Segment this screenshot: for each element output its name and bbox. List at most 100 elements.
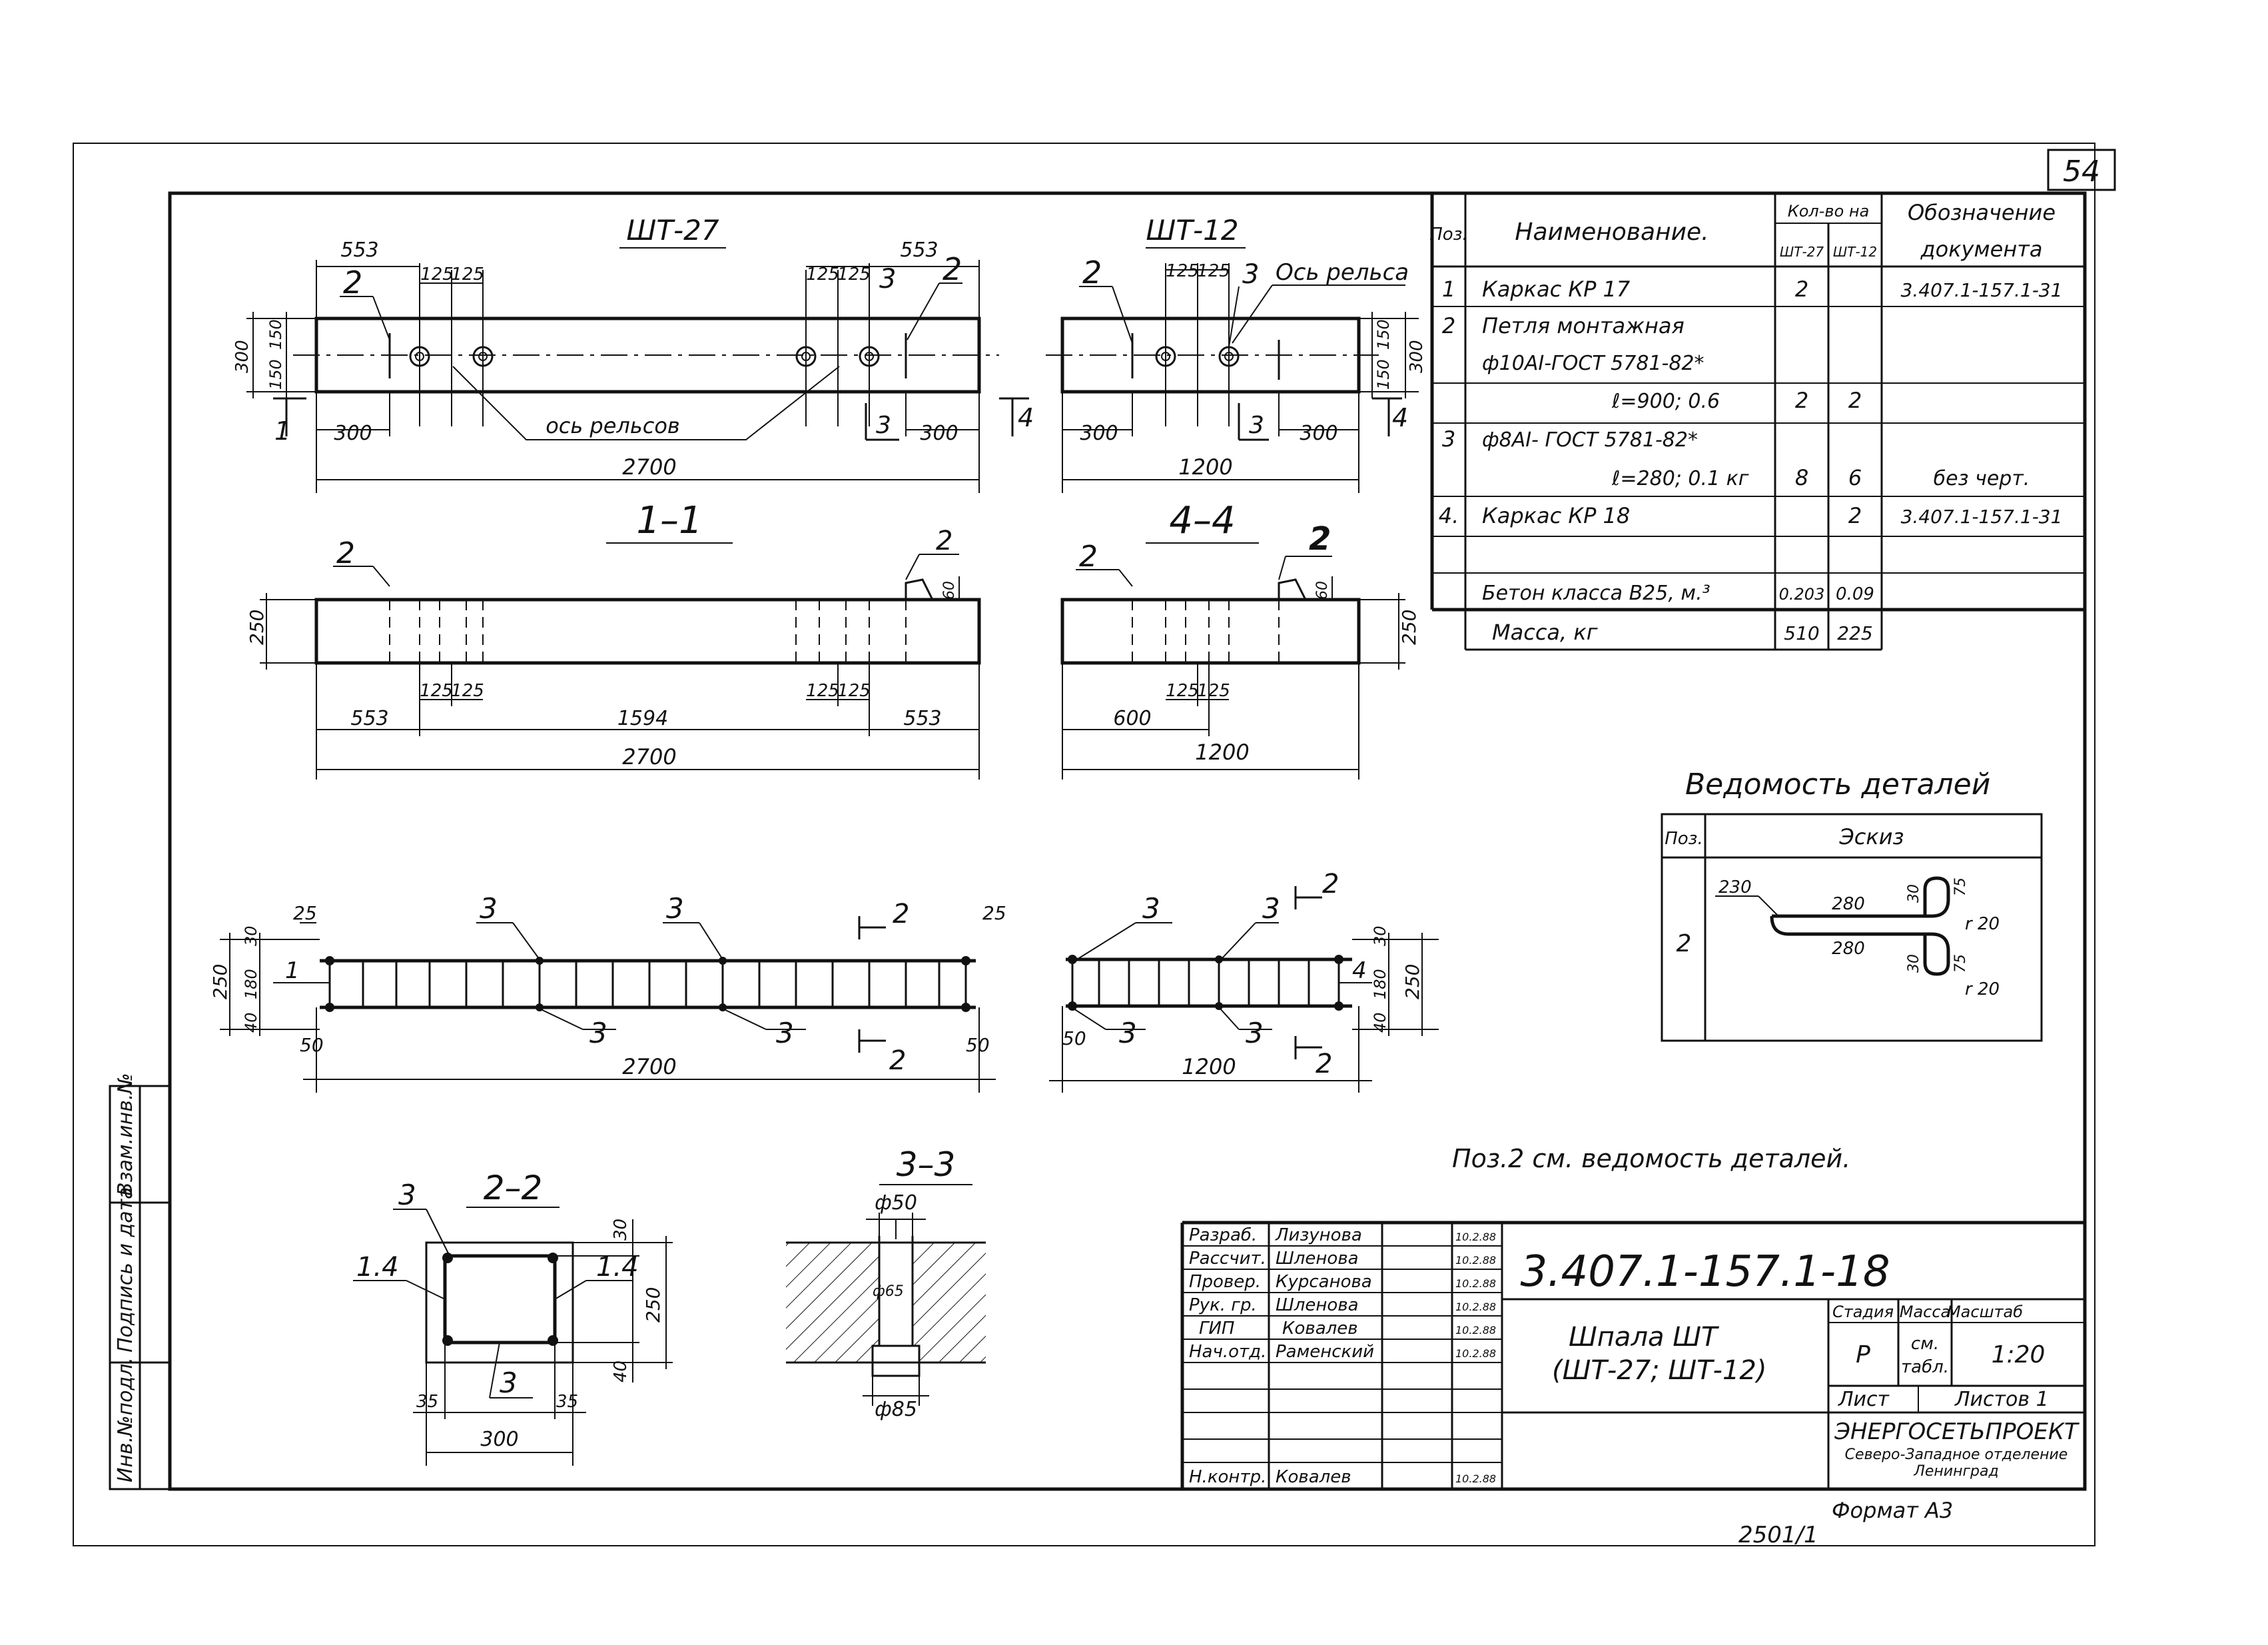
svg-text:3: 3 [1246, 1017, 1264, 1049]
svg-text:280: 280 [1832, 939, 1865, 959]
svg-text:1: 1 [1442, 276, 1455, 302]
inner-frame [168, 191, 2087, 1491]
sht27-bolts [409, 346, 880, 367]
sht12-title: ШТ-12 [1146, 214, 1238, 247]
outer-frame [73, 143, 2095, 1546]
svg-text:2: 2 [943, 251, 962, 287]
spec-header-pos: Поз. [1429, 225, 1468, 245]
svg-text:2: 2 [1795, 276, 1808, 302]
side-stamp: Инв.№подл. Подпись и дата Взам.инв.№ [109, 1073, 171, 1490]
svg-text:30: 30 [611, 1219, 631, 1241]
svg-text:Рук. гр.: Рук. гр. [1189, 1295, 1257, 1315]
svg-text:2: 2 [1309, 520, 1331, 558]
svg-text:3: 3 [500, 1367, 518, 1399]
svg-text:300: 300 [920, 422, 958, 445]
svg-text:1: 1 [274, 416, 290, 446]
svg-text:Петля монтажная: Петля монтажная [1482, 313, 1685, 338]
svg-text:3: 3 [1142, 892, 1160, 925]
view-sht27: ШТ-27 553 125 125 553 125 125 [232, 214, 999, 493]
svg-text:250: 250 [209, 964, 231, 999]
svg-text:Каркас КР 17: Каркас КР 17 [1482, 276, 1631, 302]
svg-text:4.: 4. [1439, 503, 1459, 528]
svg-text:250: 250 [642, 1287, 664, 1323]
svg-text:600: 600 [1113, 707, 1151, 730]
svg-text:без черт.: без черт. [1934, 467, 2030, 490]
svg-text:Лизунова: Лизунова [1275, 1225, 1362, 1245]
side-stamp-inv: Инв.№подл. [114, 1357, 137, 1482]
svg-text:125: 125 [1197, 261, 1230, 281]
svg-text:4: 4 [1018, 403, 1034, 432]
svg-text:Р: Р [1856, 1341, 1870, 1369]
svg-text:2700: 2700 [622, 1054, 676, 1079]
svg-text:10.2.88: 10.2.88 [1455, 1324, 1496, 1337]
svg-text:3: 3 [876, 412, 891, 439]
svg-text:2: 2 [1079, 540, 1098, 574]
svg-text:10.2.88: 10.2.88 [1455, 1254, 1496, 1267]
svg-text:3: 3 [776, 1017, 794, 1049]
svg-text:2: 2 [336, 536, 355, 570]
note-text: Поз.2 см. ведомость деталей. [1452, 1144, 1850, 1173]
drawing-code: 3.407.1-157.1-18 [1520, 1247, 1890, 1297]
details-list: Ведомость деталей Поз. Эскиз 2 230 280 2… [1661, 768, 2043, 1042]
svg-text:2: 2 [889, 1045, 906, 1076]
svg-text:40: 40 [242, 1012, 260, 1033]
view-section-1-1: 1–1 2 2 60 250 125 125 125 125 553 [246, 499, 981, 780]
svg-text:3.407.1-157.1-31: 3.407.1-157.1-31 [1901, 506, 2063, 528]
spec-header-q27: ШТ-27 [1780, 244, 1824, 260]
svg-text:Ковалев: Ковалев [1282, 1319, 1358, 1339]
svg-text:40: 40 [611, 1361, 631, 1382]
svg-text:3: 3 [589, 1017, 607, 1049]
svg-text:Шленова: Шленова [1276, 1295, 1359, 1315]
svg-text:2700: 2700 [622, 744, 676, 770]
spec-header-qty: Кол-во на [1788, 202, 1870, 221]
svg-text:150: 150 [266, 319, 285, 350]
section-4-4-body [1060, 598, 1361, 665]
sheet-number-box [2047, 149, 2116, 191]
svg-text:Провер.: Провер. [1189, 1272, 1261, 1292]
svg-text:ГИП: ГИП [1199, 1319, 1235, 1339]
svg-text:150: 150 [1374, 319, 1393, 350]
svg-text:3: 3 [1262, 892, 1280, 925]
svg-text:8: 8 [1795, 465, 1808, 490]
sheet-format: Формат А3 [1832, 1498, 1953, 1523]
svg-text:25: 25 [293, 902, 317, 924]
svg-text:ф65: ф65 [873, 1283, 904, 1300]
svg-text:r 20: r 20 [1965, 979, 2000, 999]
svg-text:1200: 1200 [1182, 1054, 1236, 1079]
sht27-title: ШТ-27 [626, 214, 719, 247]
svg-text:Каркас КР 18: Каркас КР 18 [1482, 503, 1630, 528]
svg-text:3.407.1-157.1-31: 3.407.1-157.1-31 [1901, 279, 2063, 301]
svg-text:Н.контр.: Н.контр. [1189, 1467, 1266, 1487]
svg-text:30: 30 [242, 925, 260, 946]
svg-text:150: 150 [1374, 359, 1393, 390]
svg-text:ф8АI- ГОСТ 5781-82*: ф8АI- ГОСТ 5781-82* [1482, 428, 1698, 452]
svg-text:250: 250 [1398, 610, 1420, 645]
spec-header-name: Наименование. [1515, 219, 1708, 246]
svg-text:553: 553 [350, 707, 388, 730]
svg-text:Поз.: Поз. [1665, 829, 1703, 849]
svg-text:125: 125 [420, 265, 454, 284]
svg-text:Шленова: Шленова [1276, 1249, 1359, 1269]
svg-text:553: 553 [340, 239, 378, 262]
svg-text:30: 30 [1906, 884, 1922, 903]
svg-text:250: 250 [1401, 964, 1423, 999]
svg-text:Раменский: Раменский [1276, 1342, 1374, 1362]
svg-text:125: 125 [837, 681, 871, 701]
svg-text:2: 2 [893, 899, 909, 929]
svg-text:см.: см. [1911, 1334, 1939, 1354]
svg-text:4: 4 [1352, 957, 1367, 984]
svg-text:Листов 1: Листов 1 [1954, 1388, 2049, 1411]
svg-text:Лист: Лист [1838, 1388, 1890, 1411]
svg-text:3: 3 [1442, 426, 1455, 452]
svg-text:1.4: 1.4 [356, 1252, 399, 1283]
svg-text:Ленинград: Ленинград [1913, 1463, 1998, 1480]
svg-text:ф85: ф85 [875, 1398, 917, 1421]
svg-text:ф50: ф50 [875, 1191, 917, 1215]
svg-text:Северо-Западное отделение: Северо-Западное отделение [1845, 1446, 2068, 1463]
svg-text:3: 3 [666, 892, 684, 925]
svg-text:60: 60 [1314, 581, 1331, 600]
svg-text:1200: 1200 [1195, 740, 1249, 765]
svg-text:r 20: r 20 [1965, 914, 2000, 934]
svg-text:2: 2 [1848, 388, 1862, 413]
svg-text:Эскиз: Эскиз [1838, 824, 1904, 849]
